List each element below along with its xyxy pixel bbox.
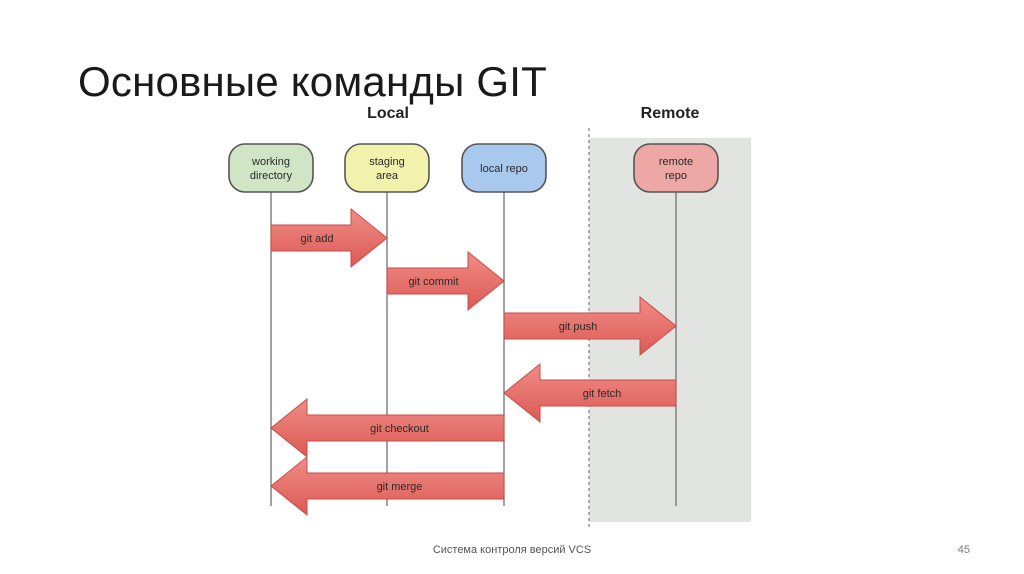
node-box — [228, 143, 314, 193]
node-label: working — [251, 156, 290, 168]
node-box — [461, 143, 547, 193]
arrow-shape — [503, 295, 677, 357]
node-label: staging — [369, 156, 404, 168]
node-local: local repo — [461, 143, 547, 193]
page-number: 45 — [957, 544, 970, 556]
arrow-label: git add — [300, 233, 333, 245]
arrow-shape — [270, 207, 388, 269]
section-label-remote: Remote — [641, 105, 700, 122]
node-label: directory — [250, 170, 293, 182]
arrow-git-checkout: git checkout — [270, 397, 505, 459]
node-label: repo — [665, 170, 687, 182]
arrow-label: git commit — [408, 276, 458, 288]
section-label-local: Local — [367, 105, 409, 122]
node-box — [344, 143, 430, 193]
arrow-shape — [270, 397, 505, 459]
arrow-git-add: git add — [270, 207, 388, 269]
arrow-shape — [503, 362, 677, 424]
node-staging: staging area — [344, 143, 430, 193]
node-box — [633, 143, 719, 193]
arrow-git-commit: git commit — [386, 250, 505, 312]
arrow-label: git merge — [377, 481, 423, 493]
node-label: local repo — [480, 163, 528, 175]
node-label: area — [376, 170, 399, 182]
arrow-git-merge: git merge — [270, 455, 505, 517]
node-remote: remote repo — [633, 143, 719, 193]
footer-text: Система контроля версий VCS — [432, 544, 592, 556]
arrow-shape — [270, 455, 505, 517]
node-label: remote — [659, 156, 693, 168]
arrow-label: git checkout — [370, 423, 429, 435]
arrow-git-fetch: git fetch — [503, 362, 677, 424]
node-working: working directory — [228, 143, 314, 193]
arrow-label: git fetch — [583, 388, 622, 400]
arrow-label: git push — [559, 321, 598, 333]
arrow-shape — [386, 250, 505, 312]
slide-title: Основные команды GIT — [78, 58, 547, 105]
arrow-git-push: git push — [503, 295, 677, 357]
